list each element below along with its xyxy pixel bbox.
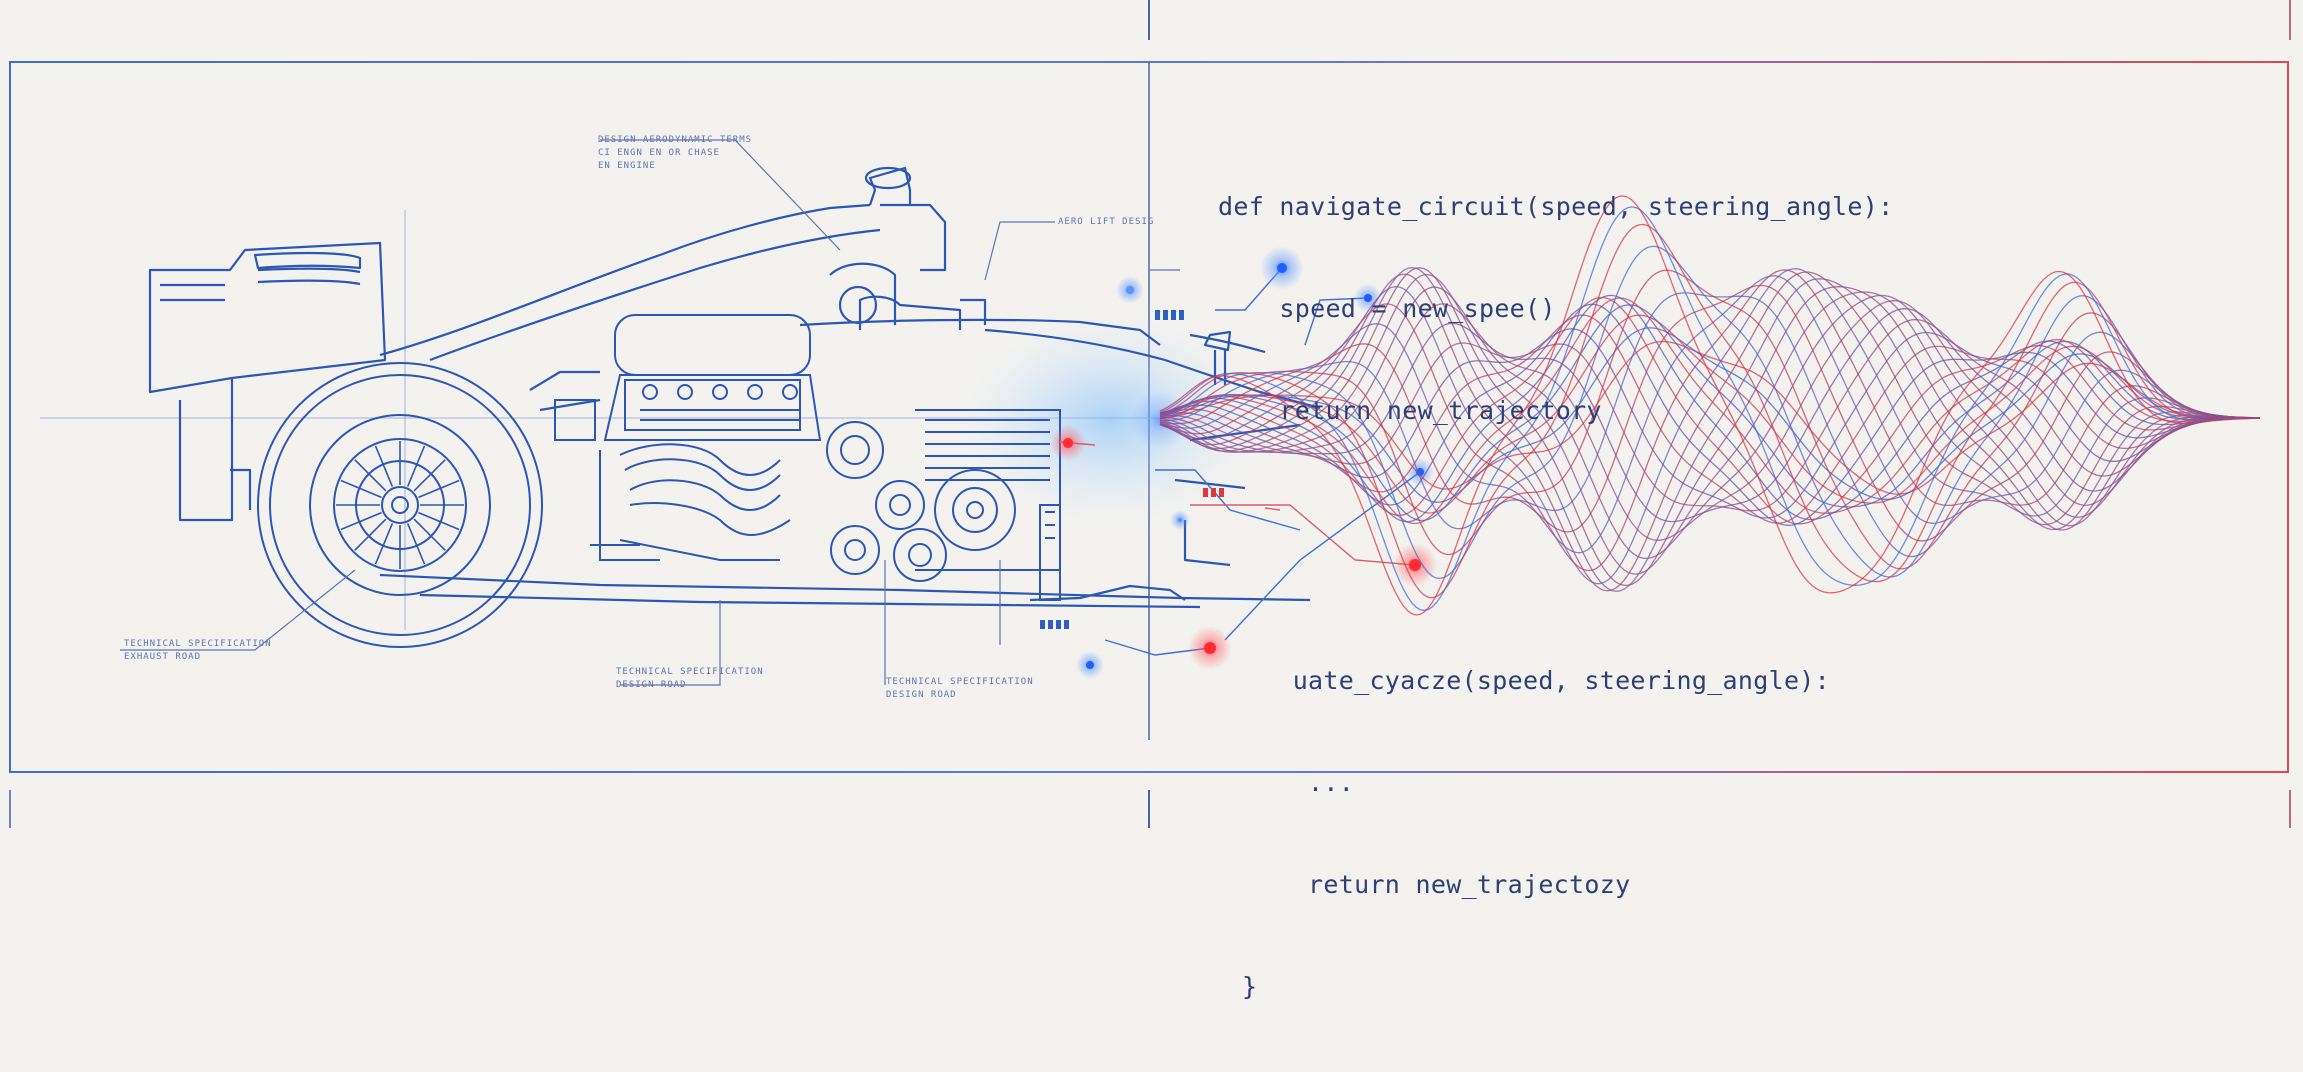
callout-gear-spec: TECHNICAL SPECIFICATION DESIGN ROAD [886, 677, 1034, 700]
wave-line [1159, 308, 2260, 523]
wave-line [1159, 294, 2261, 523]
wheel-spoke [418, 479, 460, 499]
wave-line [1159, 195, 2261, 616]
wheel-spoke [418, 511, 460, 531]
signal-waveform [1159, 195, 2261, 616]
wave-line [1159, 268, 2260, 585]
code-line: uate_cyacze(speed, steering_angle): [1262, 666, 1830, 695]
wave-line [1159, 327, 2260, 503]
engine-cylinders [640, 384, 800, 421]
wheel-spoke [340, 479, 382, 499]
wave-line [1159, 245, 2260, 580]
code-snippet-top: def navigate_circuit(speed, steering_ang… [1218, 122, 1893, 496]
callout-engine-spec: TECHNICAL SPECIFICATION DESIGN ROAD [616, 667, 764, 690]
wave-line [1159, 275, 2260, 554]
blueprint-illustration [9, 0, 2291, 828]
gear-icon [826, 409, 1061, 601]
wheel-spoke [374, 445, 394, 487]
wave-line [1159, 292, 2260, 558]
wave-line [1159, 284, 2261, 542]
code-line: } [1242, 972, 1258, 1001]
wave-line [1159, 340, 2260, 495]
wheel-spoke [374, 523, 394, 565]
wave-line [1159, 269, 2260, 570]
wheel-spoke [354, 518, 387, 551]
wheel-spoke [413, 518, 446, 551]
frame [9, 0, 2291, 828]
wheel-spoke [354, 459, 387, 492]
wheel-spoke [340, 511, 382, 531]
wave-line [1159, 328, 2261, 519]
wheel-spoke [413, 459, 446, 492]
callout-aero-lift: AERO LIFT DESIG [1058, 217, 1155, 227]
callout-wheel-spec: TECHNICAL SPECIFICATION EXHAUST ROAD [124, 639, 272, 662]
wave-line [1159, 314, 2260, 524]
code-line: speed = new_spee() [1218, 294, 1556, 323]
callout-leaders [120, 139, 1180, 686]
code-line: ... [1262, 768, 1355, 797]
wave-line [1159, 300, 2260, 541]
wave-line [1159, 318, 2260, 512]
wheel-spoke [406, 523, 426, 565]
circuit-traces [1059, 267, 1421, 656]
wave-line [1159, 206, 2260, 612]
wave-line [1159, 266, 2261, 592]
engine-icon [554, 314, 822, 561]
wave-line [1159, 286, 2261, 560]
wave-line [1159, 271, 2261, 592]
wave-line [1159, 267, 2261, 587]
blueprint-canvas: def navigate_circuit(speed, steering_ang… [9, 0, 2291, 1001]
car-body [148, 166, 1321, 609]
code-snippet-bottom: uate_cyacze(speed, steering_angle): ... … [1242, 596, 1830, 1072]
wheel-spoke [406, 445, 426, 487]
wheel-icon [257, 362, 543, 648]
callout-aero-terms: DESIGN AERODYNAMIC TERMS CI ENGN EN OR C… [598, 135, 753, 171]
circuit-bits [1040, 310, 1224, 629]
code-line: return new_trajectozy [1262, 870, 1631, 899]
wave-line [1159, 304, 2261, 522]
code-line: return new_trajectory [1218, 396, 1602, 425]
code-line: def navigate_circuit(speed, steering_ang… [1218, 192, 1894, 221]
